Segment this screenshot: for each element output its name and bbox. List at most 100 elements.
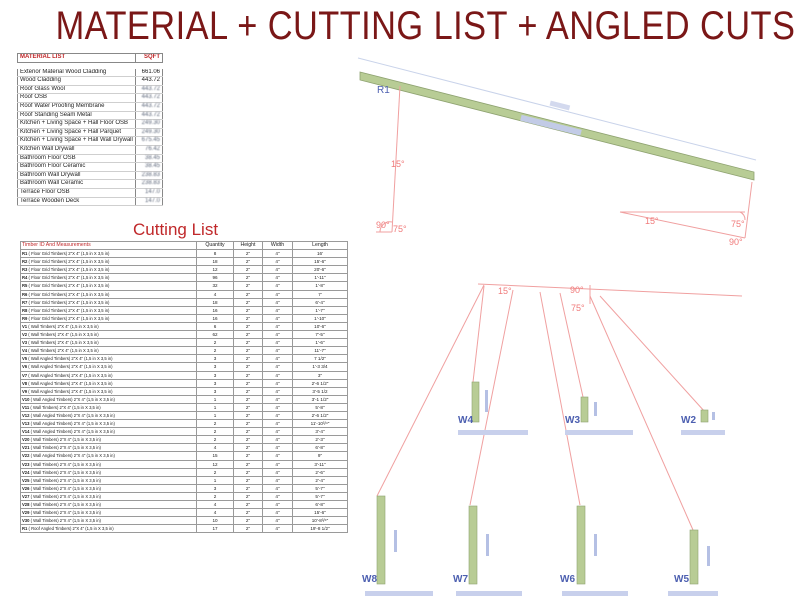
dimension-text [486,534,489,556]
length-cell: 20'-6" [292,265,348,275]
timber-description: ( Wall Timbers) 2"X 4" (1,5 in X 3,5 in) [27,348,99,354]
cutting-row: V29 ( Wall Timbers) 2"X 4" (1,5 in X 3,5… [20,508,348,518]
dimension-line [357,57,757,161]
dimension-text [485,390,488,412]
cutting-row: R5 ( Floor Grid Timbers) 2"X 4" (1,5 in … [20,281,348,291]
timber-id: V4 [22,348,28,354]
length-cell: 2'-4" [292,475,348,485]
angle-arc [379,221,393,233]
cutting-row: V11 ( Wall Timbers) 2"X 4" (1,5 in X 3,5… [20,402,348,412]
material-sqft: 147.0 [134,188,164,198]
timber-description: ( Floor Grid Timbers) 2"X 4" (1,5 in X 3… [27,259,110,265]
angle-label: 15° [498,286,512,296]
cutting-row: R1 ( Floor Grid Timbers) 2"X 4" (1,5 in … [20,249,348,259]
material-sqft: 675.45 [134,136,164,146]
piece-dimension-text [562,591,628,596]
timber-description: ( Wall Angled Timbers) 2"X 4" (1,5 in X … [29,429,115,435]
leader-line [744,181,753,239]
material-list-unit: SQFT [134,53,164,63]
wall-piece-w6 [576,505,586,585]
material-name: Bathroom Floor OSB [17,154,136,164]
material-name: Bathroom Wall Drywall [17,171,136,181]
length-cell: 11'-7" [292,346,348,356]
leader-line [599,295,706,413]
material-name: Roof OSB [17,93,136,103]
cutting-row: V9 ( Wall Angled Timbers) 2"X 4" (1,5 in… [20,386,348,396]
length-cell: 6'-8" [292,499,348,510]
material-sqft: 238.83 [134,171,164,181]
length-cell: 3" [292,370,348,380]
timber-id: R3 [22,267,28,273]
timber-id: V27 [22,493,30,499]
cutting-row: V7 ( Wall Angled Timbers) 2"X 4" (1,5 in… [20,370,348,380]
timber-description: ( Wall Angled Timbers) 2"X 4" (1,5 in X … [27,372,113,378]
length-cell: 15'-6" [292,508,348,518]
timber-description: ( Wall Angled Timbers) 2"X 4" (1,5 in X … [27,388,113,394]
material-list-header: MATERIAL LIST SQFT [17,53,164,63]
timber-id: V23 [22,461,30,467]
cutting-row: R4 ( Floor Grid Timbers) 2"X 4" (1,5 in … [20,273,348,283]
timber-id: R4 [22,275,28,281]
leader-line [376,284,485,497]
timber-description: ( Wall Angled Timbers) 2"X 4" (1,5 in X … [27,380,113,386]
wall-piece-w5 [689,529,699,585]
material-sqft: 38.45 [134,154,164,164]
angle-label: 15° [391,159,405,169]
cutting-list-title: Cutting List [133,220,219,239]
material-sqft: 443.72 [134,93,164,103]
timber-id: R8 [22,307,28,313]
dimension-text [712,412,715,420]
leader-line [472,285,485,383]
timber-description: ( Wall Timbers) 2"X 4" (1,5 in X 3,5 in) [29,461,101,467]
timber-id: V22 [22,453,30,459]
timber-description: ( Floor Grid Timbers) 2"X 4" (1,5 in X 3… [27,315,110,321]
material-name: Kitchen Wall Drywall [17,145,136,155]
length-cell: 10'-6" [292,321,348,332]
cutting-row: V5 ( Wall Angled Timbers) 2"X 4" (1,5 in… [20,354,348,364]
material-sqft: 147.0 [134,197,164,207]
cutting-row: R2 ( Floor Grid Timbers) 2"X 4" (1,5 in … [20,257,348,267]
timber-id: R1 [22,526,28,532]
cutting-row: V8 ( Wall Angled Timbers) 2"X 4" (1,5 in… [20,378,348,388]
material-name: Roof Glass Wool [17,85,136,95]
angle-label: 90° [570,285,584,295]
timber-description: ( Wall Timbers) 2"X 4" (1,5 in X 3,5 in) [29,469,101,475]
length-cell: 1'-7" [292,305,348,315]
timber-description: ( Wall Angled Timbers) 2"X 4" (1,5 in X … [29,453,115,459]
timber-description: ( Wall Timbers) 2"X 4" (1,5 in X 3,5 in) [27,340,99,346]
material-list-table: MATERIAL LIST SQFT Exterior Material Woo… [17,53,164,207]
angle-label: 75° [393,224,407,234]
length-cell: 1'-3 3/4 [292,362,348,372]
material-name: Kitchen + Living Space + Hall Floor OSB [17,119,136,129]
cutting-row: R6 ( Floor Grid Timbers) 2"X 4" (1,5 in … [20,289,348,299]
length-cell: 19'-8 1/2" [292,524,348,534]
timber-id: R1 [22,251,28,257]
leader-line [391,85,401,233]
angle-label: 75° [731,219,745,229]
timber-id: R2 [22,259,28,265]
beam-dimension-text [549,100,571,111]
timber-description: ( Wall Angled Timbers) 2"X 4" (1,5 in X … [29,412,115,418]
cutting-row: V26 ( Wall Timbers) 2"X 4" (1,5 in X 3,5… [20,483,348,493]
timber-id: V8 [22,380,28,386]
length-cell: 15'-6" [292,257,348,267]
cutting-row: V27 ( Wall Timbers) 2"X 4" (1,5 in X 3,5… [20,491,348,502]
material-sqft: 443.72 [134,76,164,86]
material-name: Bathroom Floor Ceramic [17,162,136,172]
piece-label: W6 [560,574,575,585]
piece-dimension-text [668,591,718,596]
piece-label: W8 [362,574,377,585]
length-cell: 5'-7" [292,491,348,502]
timber-id: V6 [22,364,28,370]
material-sqft: 443.72 [134,102,164,112]
dimension-text [594,402,597,416]
material-name: Bathroom Wall Ceramic [17,179,136,189]
piece-label: W2 [681,415,696,426]
wall-pieces: W4 W3 W2 W8 W7 W6 W5 [362,381,725,596]
